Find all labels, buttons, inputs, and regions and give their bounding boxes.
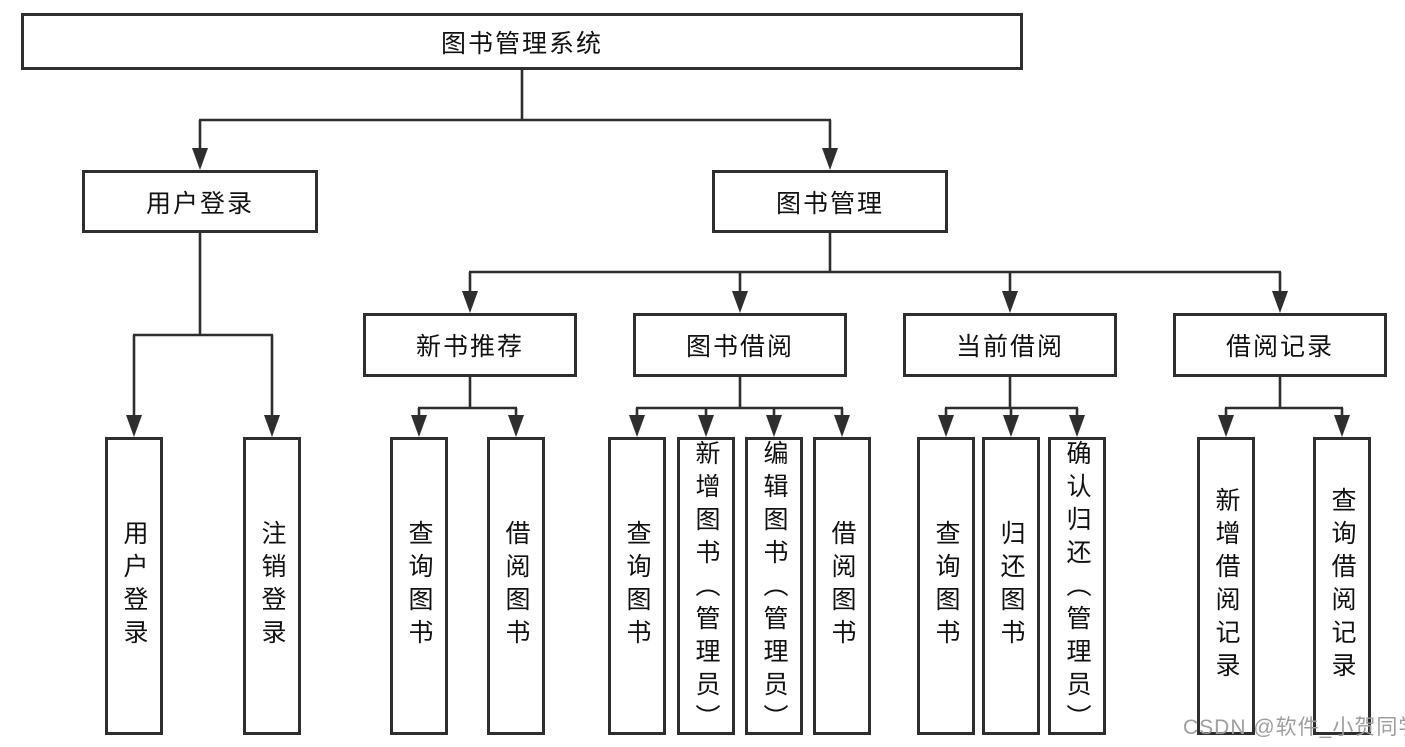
node-book-borrow: 图书借阅 [633,313,847,377]
leaf-query-books-borrow: 查询图书 [608,437,666,735]
leaf-query-borrow-record: 查询借阅记录 [1313,437,1371,735]
arrowhead-down-icon [1003,415,1019,437]
arrowhead-down-icon [1002,291,1018,313]
node-new-book-recommend: 新书推荐 [363,313,577,377]
leaf-add-books-admin: 新增图书（管理员） [677,437,735,737]
leaf-borrow-books: 借阅图书 [813,437,871,735]
leaf-logout: 注销登录 [243,437,301,735]
arrowhead-down-icon [822,148,838,170]
csdn-watermark: CSDN @软件_小贺同学 [1183,716,1405,739]
leaf-return-books: 归还图书 [982,437,1040,735]
arrowhead-down-icon [126,415,142,437]
leaf-borrow-books-recommend: 借阅图书 [487,437,545,735]
node-book-management: 图书管理 [712,170,948,233]
arrowhead-down-icon [834,415,850,437]
arrowhead-down-icon [462,291,478,313]
arrowhead-down-icon [938,415,954,437]
arrowhead-down-icon [732,291,748,313]
leaf-edit-books-admin: 编辑图书（管理员） [745,437,803,737]
arrowhead-down-icon [766,415,782,437]
arrowhead-down-icon [1218,415,1234,437]
node-user-login: 用户登录 [82,170,318,233]
arrowhead-down-icon [1334,415,1350,437]
arrowhead-down-icon [411,415,427,437]
arrowheads [126,148,1350,437]
leaf-query-books-current: 查询图书 [917,437,975,735]
leaf-confirm-return-admin: 确认归还（管理员） [1048,437,1106,737]
arrowhead-down-icon [508,415,524,437]
leaf-user-login: 用户登录 [105,437,163,735]
leaf-add-borrow-record: 新增借阅记录 [1197,437,1255,735]
arrowhead-down-icon [1069,415,1085,437]
node-borrow-records: 借阅记录 [1173,313,1387,377]
arrowhead-down-icon [698,415,714,437]
leaf-query-books-recommend: 查询图书 [390,437,448,735]
arrowhead-down-icon [264,415,280,437]
arrowhead-down-icon [192,148,208,170]
arrowhead-down-icon [1272,291,1288,313]
node-current-borrow: 当前借阅 [903,313,1117,377]
arrowhead-down-icon [629,415,645,437]
node-root: 图书管理系统 [21,13,1023,70]
